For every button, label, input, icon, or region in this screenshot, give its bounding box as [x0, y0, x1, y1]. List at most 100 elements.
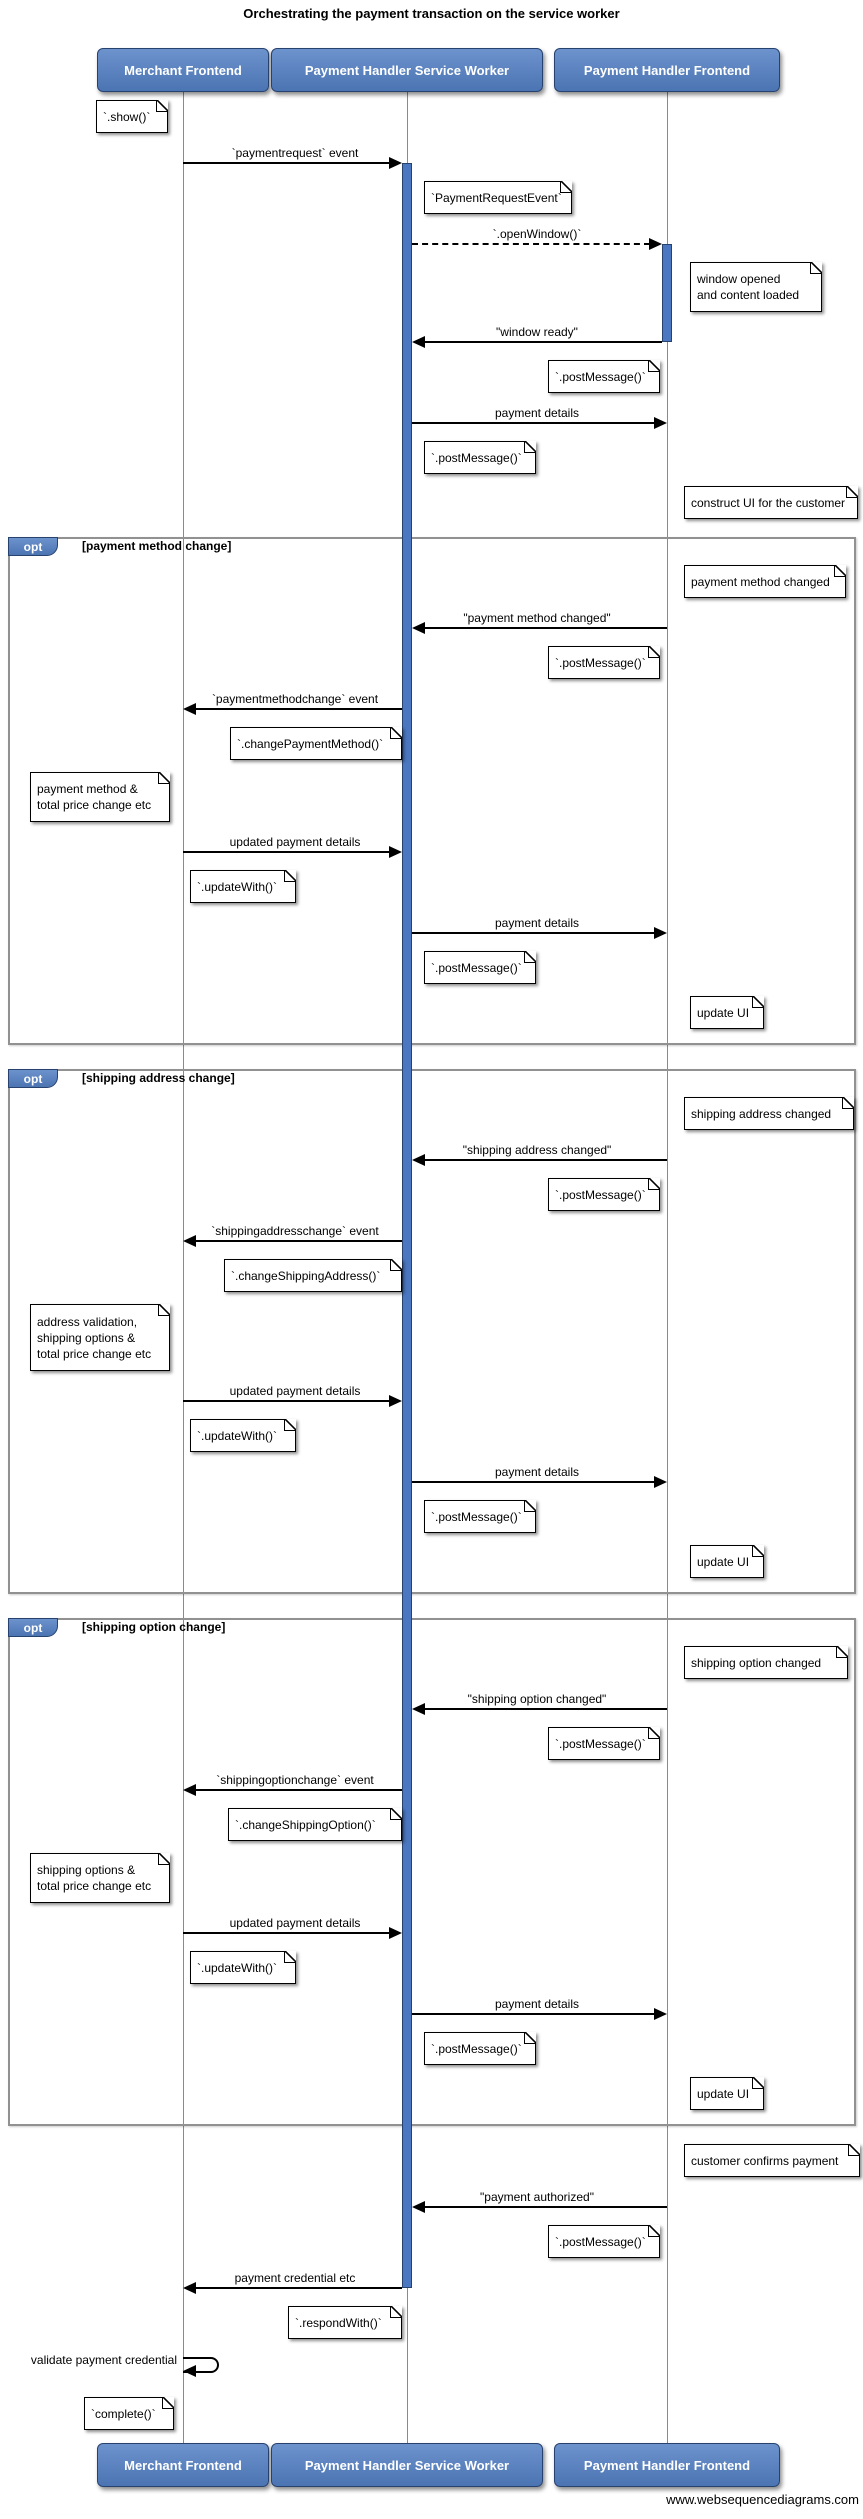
message-arrow-head	[654, 2008, 667, 2020]
message-arrow	[424, 1708, 667, 1710]
message-arrow-head	[654, 1476, 667, 1488]
message-arrow	[183, 162, 390, 164]
message-label: payment details	[494, 406, 580, 420]
message-arrow	[412, 1481, 655, 1483]
self-message-label: validate payment credential	[30, 2353, 177, 2367]
note: window opened and content loaded	[690, 262, 822, 312]
note: `.show()`	[96, 100, 168, 133]
opt-tab: opt	[8, 1069, 58, 1088]
opt-tab: opt	[8, 537, 58, 556]
note: `.postMessage()`	[548, 646, 660, 679]
message-label: payment details	[494, 916, 580, 930]
note: construct UI for the customer	[684, 486, 858, 519]
note: update UI	[690, 1545, 764, 1578]
note: `.postMessage()`	[548, 2225, 660, 2258]
message-arrow	[412, 243, 650, 245]
message-label: "shipping address changed"	[462, 1143, 612, 1157]
note: `.changeShippingOption()`	[228, 1808, 402, 1841]
message-label: `shippingoptionchange` event	[216, 1773, 374, 1787]
note: `.updateWith()`	[190, 1951, 296, 1984]
message-arrow-head	[412, 1154, 425, 1166]
note: `.postMessage()`	[548, 360, 660, 393]
message-label: "payment authorized"	[480, 2190, 594, 2204]
message-arrow-head	[412, 2201, 425, 2213]
note: `.postMessage()`	[548, 1727, 660, 1760]
participant-box-phf: Payment Handler Frontend	[554, 48, 780, 92]
message-arrow-head	[389, 846, 402, 858]
message-arrow	[195, 2287, 402, 2289]
note: payment method & total price change etc	[30, 772, 170, 822]
activation-bar-sw	[402, 163, 412, 2288]
opt-frame	[8, 537, 856, 1045]
note: shipping options & total price change et…	[30, 1853, 170, 1903]
note: update UI	[690, 2077, 764, 2110]
message-arrow	[195, 708, 402, 710]
opt-tab: opt	[8, 1618, 58, 1637]
message-label: payment details	[494, 1465, 580, 1479]
note: `.changePaymentMethod()`	[230, 727, 402, 760]
participant-box-sw: Payment Handler Service Worker	[271, 48, 543, 92]
activation-bar-phf	[662, 244, 672, 342]
note: `.updateWith()`	[190, 870, 296, 903]
message-arrow-head	[654, 417, 667, 429]
note: `.changeShippingAddress()`	[224, 1259, 402, 1292]
lifeline-merchant	[182, 92, 184, 2443]
message-arrow-head	[389, 157, 402, 169]
message-arrow-head	[183, 1235, 196, 1247]
note: `PaymentRequestEvent`	[424, 181, 572, 214]
note: `.postMessage()`	[424, 2032, 536, 2065]
message-arrow-head	[654, 927, 667, 939]
lifeline-phf	[666, 92, 668, 2443]
participant-box-sw-bottom: Payment Handler Service Worker	[271, 2443, 543, 2487]
participant-box-merchant: Merchant Frontend	[97, 48, 269, 92]
opt-condition: [shipping option change]	[82, 1620, 226, 1634]
note: `.postMessage()`	[424, 1500, 536, 1533]
note: `.postMessage()`	[424, 441, 536, 474]
message-label: updated payment details	[229, 835, 361, 849]
note: address validation, shipping options & t…	[30, 1304, 170, 1371]
note: `.respondWith()`	[288, 2306, 402, 2339]
note: `.postMessage()`	[424, 951, 536, 984]
message-label: "payment method changed"	[463, 611, 611, 625]
message-label: `shippingaddresschange` event	[211, 1224, 379, 1238]
message-label: `paymentrequest` event	[231, 146, 359, 160]
message-arrow	[424, 2206, 667, 2208]
message-label: updated payment details	[229, 1384, 361, 1398]
message-arrow	[412, 932, 655, 934]
diagram-title: Orchestrating the payment transaction on…	[243, 6, 620, 21]
message-arrow	[183, 1932, 390, 1934]
message-arrow-head	[649, 238, 662, 250]
message-label: "shipping option changed"	[467, 1692, 607, 1706]
message-label: `.openWindow()`	[492, 227, 582, 241]
self-message-arrow	[183, 2357, 219, 2373]
participant-box-merchant-bottom: Merchant Frontend	[97, 2443, 269, 2487]
message-arrow-head	[183, 1784, 196, 1796]
opt-frame	[8, 1618, 856, 2126]
message-arrow-head	[412, 622, 425, 634]
message-arrow	[183, 851, 390, 853]
opt-condition: [payment method change]	[82, 539, 232, 553]
message-label: payment details	[494, 1997, 580, 2011]
message-arrow-head	[183, 2282, 196, 2294]
message-arrow-head	[389, 1927, 402, 1939]
message-arrow	[195, 1240, 402, 1242]
note: `.updateWith()`	[190, 1419, 296, 1452]
participant-box-phf-bottom: Payment Handler Frontend	[554, 2443, 780, 2487]
message-arrow-head	[412, 1703, 425, 1715]
message-arrow	[183, 1400, 390, 1402]
message-arrow	[195, 1789, 402, 1791]
note: update UI	[690, 996, 764, 1029]
self-message-arrow-head	[183, 2365, 196, 2377]
note: `complete()`	[84, 2397, 174, 2430]
opt-condition: [shipping address change]	[82, 1071, 235, 1085]
footer-watermark: www.websequencediagrams.com	[666, 2492, 859, 2507]
note: shipping address changed	[684, 1097, 854, 1130]
message-arrow	[424, 627, 667, 629]
message-arrow-head	[183, 703, 196, 715]
note: shipping option changed	[684, 1646, 848, 1679]
message-arrow	[424, 1159, 667, 1161]
message-arrow	[412, 422, 655, 424]
message-arrow-head	[389, 1395, 402, 1407]
note: customer confirms payment	[684, 2144, 860, 2177]
